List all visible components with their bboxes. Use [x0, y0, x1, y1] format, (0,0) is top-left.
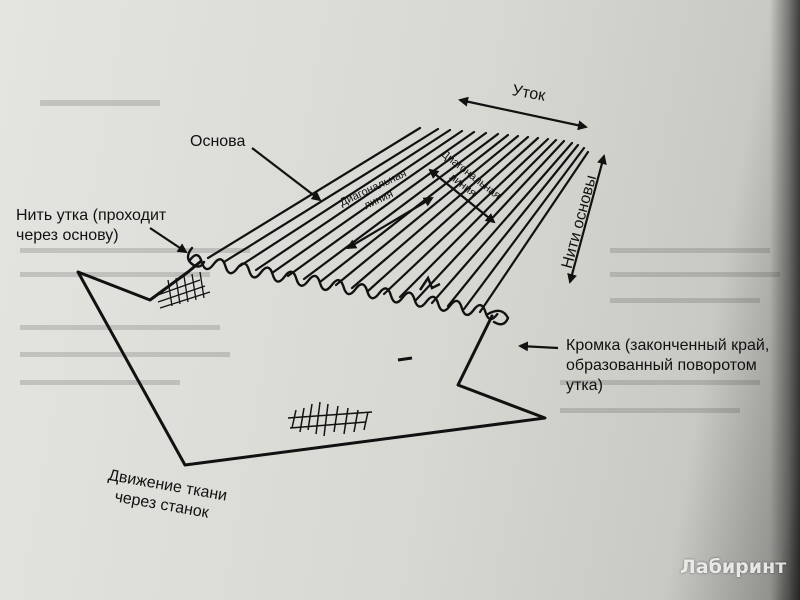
leader-warp	[251, 147, 322, 202]
warp-threads	[206, 126, 590, 314]
leader-weft-thread	[149, 227, 188, 254]
selvage-turn	[486, 309, 510, 326]
hatching-cloth-center	[287, 401, 373, 437]
woven-cloth-outline	[76, 260, 547, 467]
label-weft-thread-line1: Нить утка (проходит	[16, 207, 167, 224]
arrow-diagonal-1	[346, 196, 434, 250]
cloth-mark	[397, 356, 413, 362]
label-selvage-line3: утка)	[566, 377, 603, 394]
hatching-mark	[418, 275, 441, 291]
label-weft-thread-line2: через основу)	[16, 227, 119, 244]
label-selvage-line1: Кромка (законченный край,	[566, 337, 770, 354]
label-warp: Основа	[190, 133, 246, 150]
page-binding-shadow	[770, 0, 800, 600]
leader-selvage	[518, 341, 559, 352]
weft-thread-loop	[186, 246, 206, 268]
label-selvage-line2: образованный поворотом	[566, 357, 757, 374]
arrow-weft	[458, 96, 588, 131]
weft-wavy-edge	[188, 253, 499, 321]
arrow-warp-threads	[567, 154, 607, 284]
hatching-woven-area	[154, 271, 211, 309]
arrow-diagonal-2	[428, 168, 496, 224]
watermark: Лабиринт	[680, 556, 787, 578]
